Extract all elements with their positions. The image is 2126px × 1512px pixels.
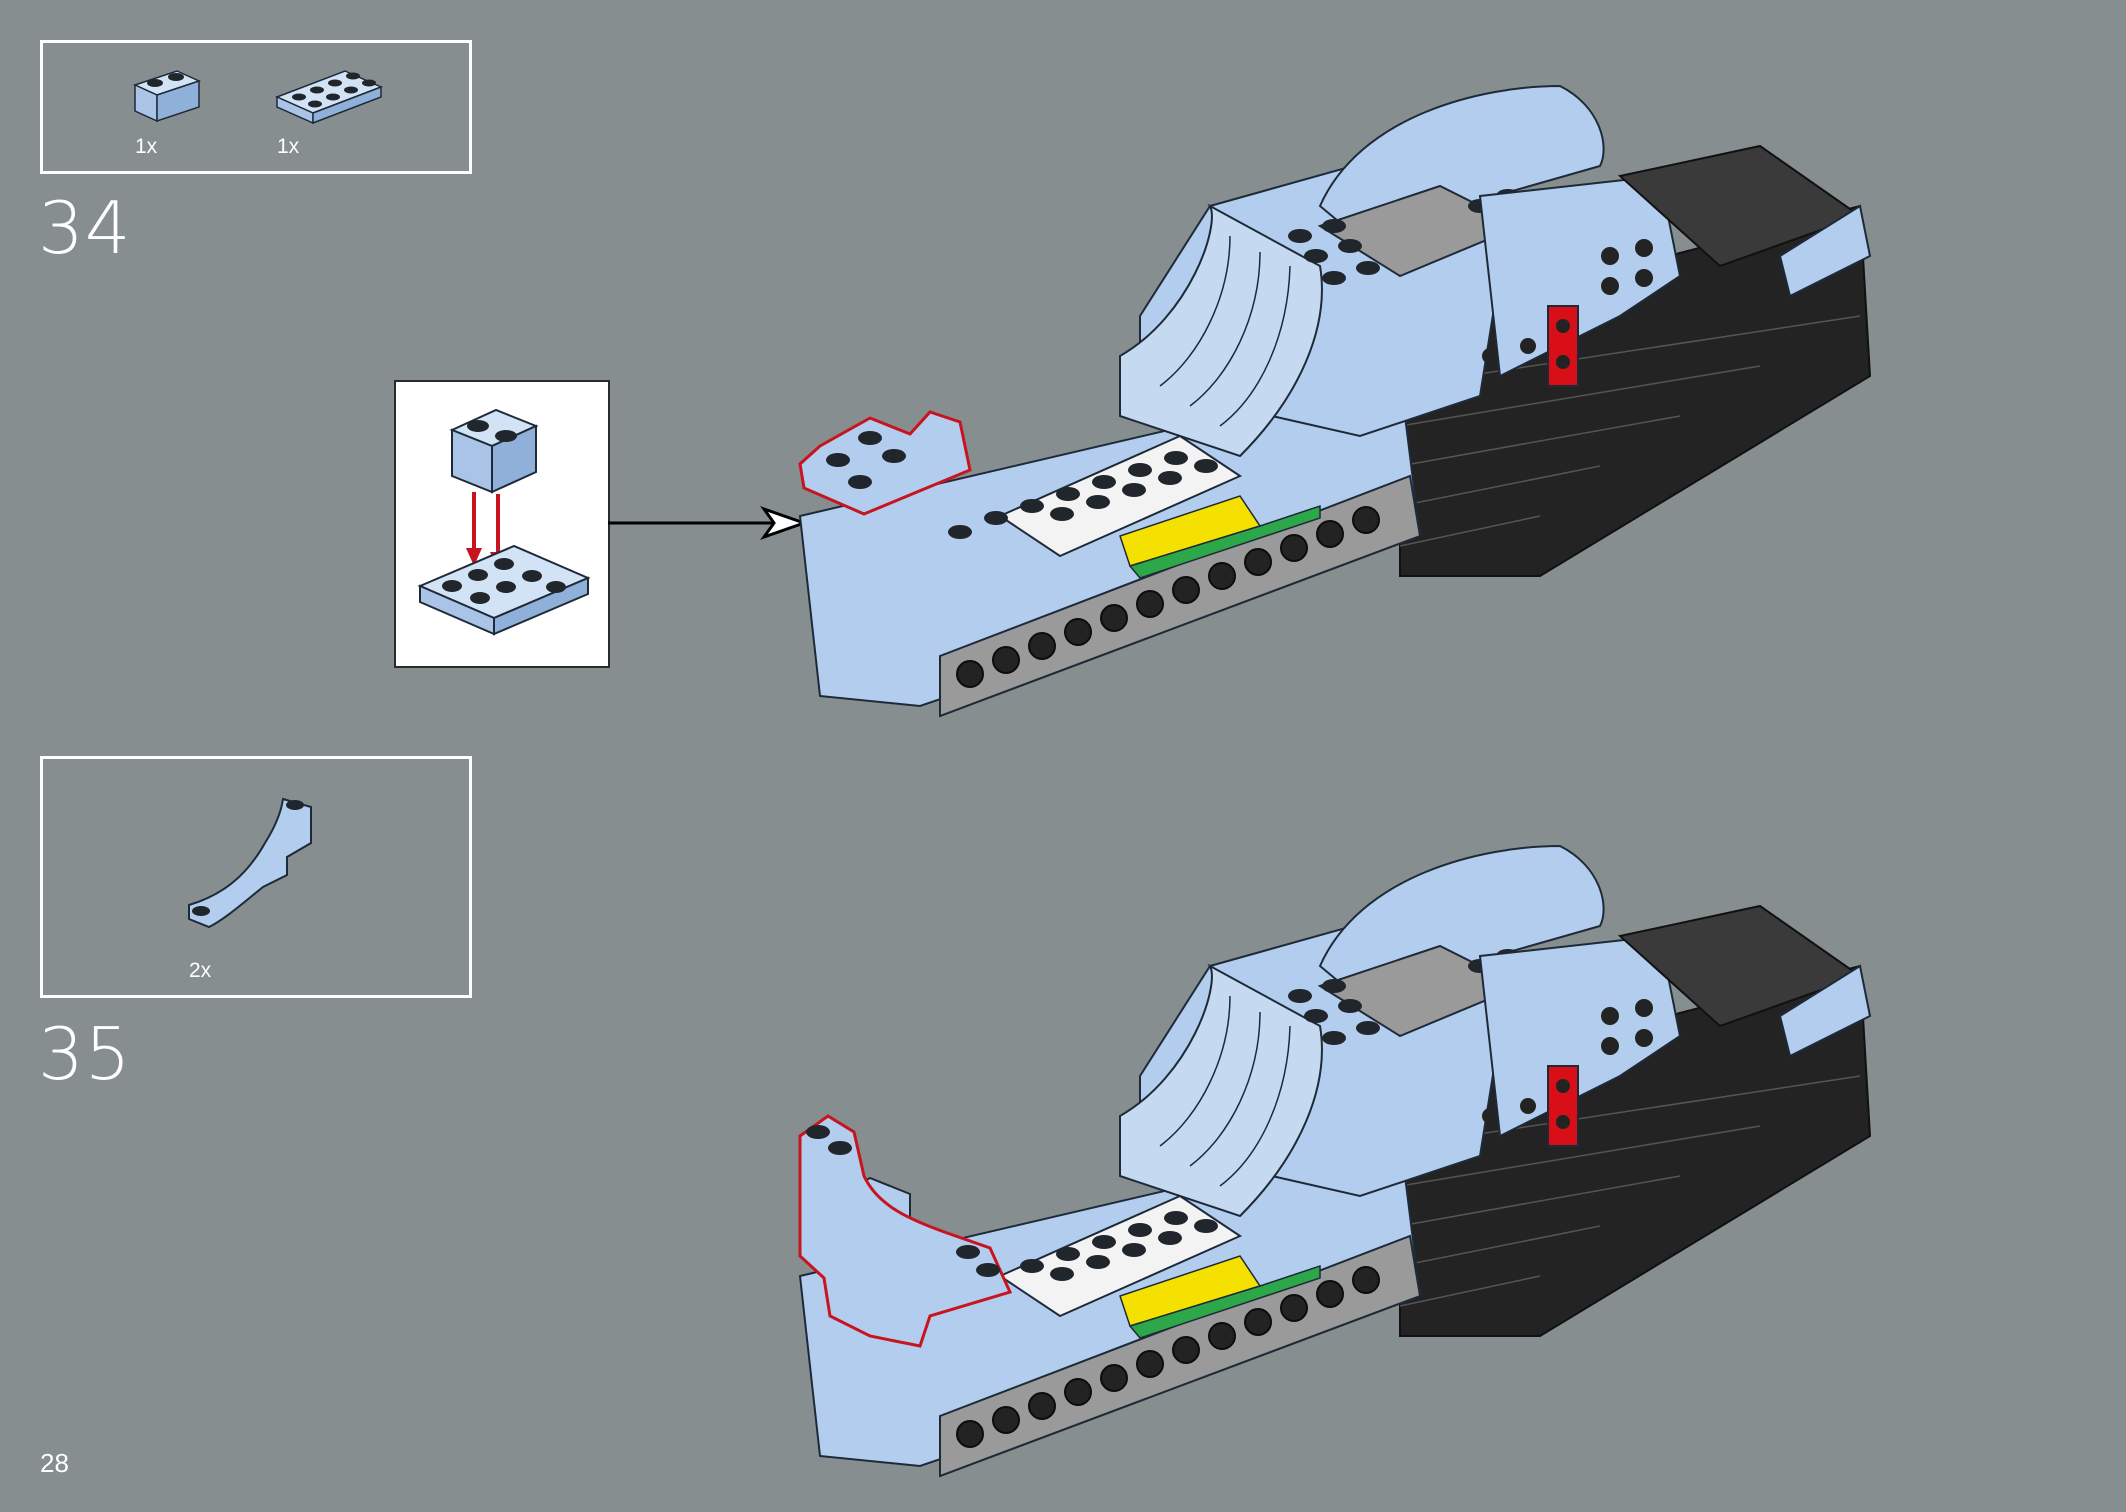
sub-assembly-brick-on-plate-icon [417,408,591,636]
callout-arrow [608,506,809,540]
part-qty: 1x [277,135,300,158]
part-qty: 2x [189,959,212,982]
parts-list-step-35: 2x [40,756,472,998]
curved-arch-light-blue-icon [183,779,323,959]
step-number: 34 [38,186,132,270]
model-step-35 [760,816,1880,1478]
plate-2x4-light-blue-icon [273,63,385,125]
brick-1x2-light-blue-icon [131,63,203,125]
model-step-34 [760,56,1880,718]
sub-assembly-callout [394,380,610,668]
parts-list-step-34: 1x 1x [40,40,472,174]
page-number: 28 [40,1448,69,1478]
part-qty: 1x [135,135,158,158]
step-number: 35 [38,1012,132,1096]
